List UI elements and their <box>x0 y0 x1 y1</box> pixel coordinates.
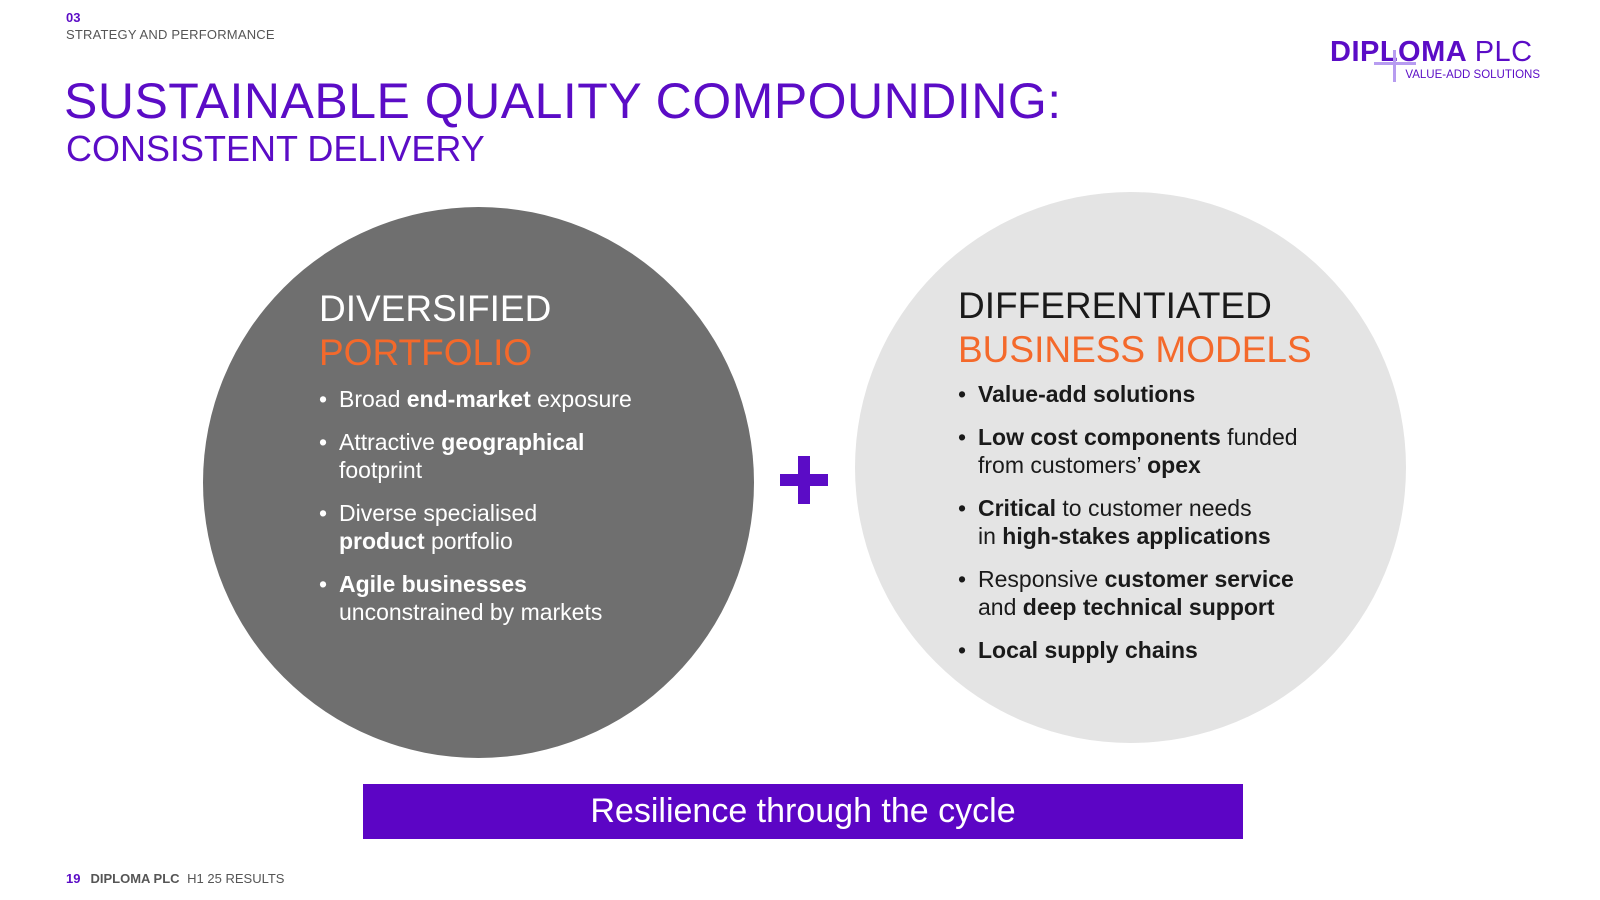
bullet-item: Low cost components funded from customers… <box>958 423 1298 479</box>
footer: 19 DIPLOMA PLC H1 25 RESULTS <box>66 871 284 886</box>
logo-cross-icon <box>1393 50 1396 82</box>
bullet-text: funded <box>1220 424 1298 450</box>
bullet-text: to customer needs <box>1055 495 1252 521</box>
bullet-text: in <box>978 523 1003 549</box>
plus-icon-vertical <box>798 456 810 504</box>
page-title: SUSTAINABLE QUALITY COMPOUNDING: <box>64 73 1062 129</box>
bullet-item: Critical to customer needs in high-stakes… <box>958 494 1298 550</box>
logo-tagline: VALUE-ADD SOLUTIONS <box>1405 69 1540 81</box>
bullet-item: Responsive customer service and deep tech… <box>958 565 1298 621</box>
diploma-logo: DIPLOMA PLC VALUE-ADD SOLUTIONS <box>1330 36 1540 86</box>
bullet-emphasis: high-stakes applications <box>1002 523 1271 549</box>
bullet-emphasis: geographical <box>441 429 585 455</box>
footer-company: DIPLOMA PLC <box>90 871 180 886</box>
bullet-text: exposure <box>530 386 632 412</box>
bullet-emphasis: product <box>339 528 425 554</box>
section-name: STRATEGY AND PERFORMANCE <box>66 27 275 42</box>
bullet-text: Responsive <box>978 566 1105 592</box>
banner-text: Resilience through the cycle <box>590 792 1016 830</box>
bullet-emphasis: deep technical support <box>1022 594 1275 620</box>
bullet-text: portfolio <box>424 528 513 554</box>
bullet-emphasis: Low cost components <box>978 424 1221 450</box>
page-subtitle: CONSISTENT DELIVERY <box>66 128 485 169</box>
bullet-text: from customers’ <box>978 452 1148 478</box>
left-title-line2: PORTFOLIO <box>319 332 533 373</box>
right-title-line1: DIFFERENTIATED <box>958 285 1272 326</box>
bullet-item: Value-add solutions <box>958 380 1298 408</box>
bullet-item: Attractive geographical footprint <box>319 428 632 484</box>
bullet-item: Broad end-market exposure <box>319 385 632 413</box>
bullet-emphasis: customer service <box>1104 566 1294 592</box>
bullet-emphasis: Critical <box>978 495 1056 521</box>
bullet-item: Local supply chains <box>958 636 1298 664</box>
page-number: 19 <box>66 871 81 886</box>
bullet-text: Broad <box>339 386 407 412</box>
resilience-banner: Resilience through the cycle <box>363 784 1243 839</box>
right-bullet-list: Value-add solutionsLow cost components f… <box>958 380 1298 679</box>
bullet-emphasis: Local supply chains <box>978 637 1198 663</box>
bullet-text: footprint <box>339 457 423 483</box>
logo-word-light: PLC <box>1474 36 1533 68</box>
bullet-emphasis: Agile businesses <box>339 571 527 597</box>
section-number: 03 <box>66 10 81 25</box>
logo-cross-icon-bar <box>1374 62 1416 65</box>
left-title-line1: DIVERSIFIED <box>319 288 552 329</box>
right-title-line2: BUSINESS MODELS <box>958 329 1312 370</box>
left-bullet-list: Broad end-market exposureAttractive geog… <box>319 385 632 641</box>
bullet-emphasis: end-market <box>406 386 531 412</box>
bullet-emphasis: opex <box>1147 452 1201 478</box>
bullet-text: and <box>978 594 1023 620</box>
right-circle-title: DIFFERENTIATED BUSINESS MODELS <box>958 284 1312 372</box>
bullet-text: Diverse specialised <box>339 500 538 526</box>
left-circle-title: DIVERSIFIED PORTFOLIO <box>319 287 551 375</box>
logo-wordmark: DIPLOMA PLC <box>1330 36 1533 69</box>
bullet-text: Attractive <box>339 429 442 455</box>
bullet-emphasis: Value-add solutions <box>978 381 1196 407</box>
bullet-text: unconstrained by markets <box>339 599 603 625</box>
footer-label: H1 25 RESULTS <box>187 871 285 886</box>
